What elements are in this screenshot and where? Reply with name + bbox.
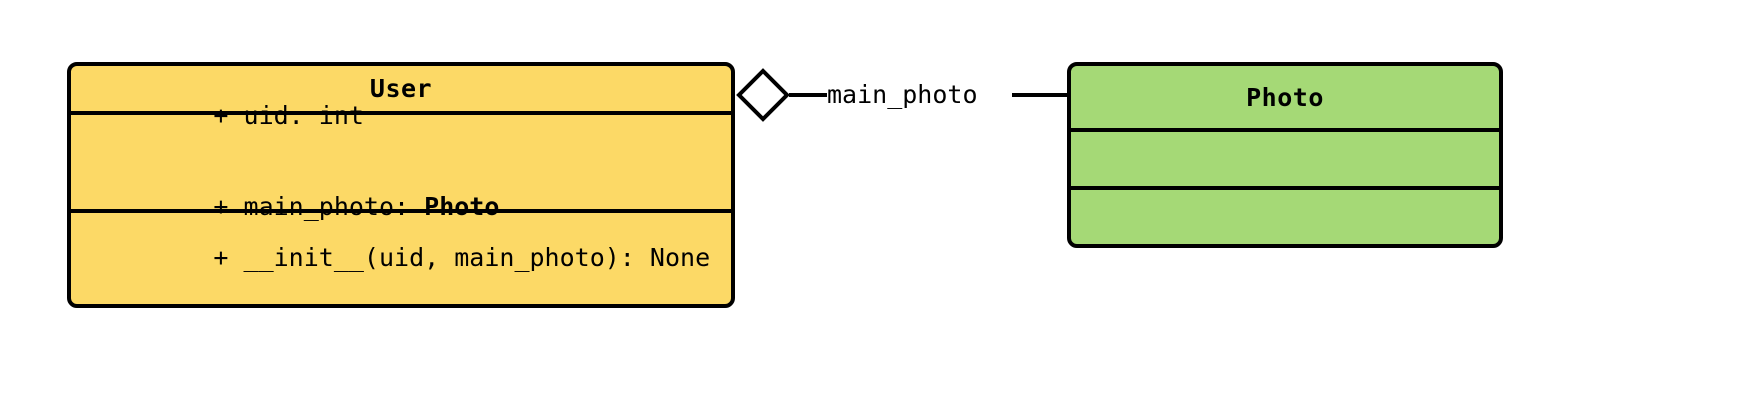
uml-attribute-main-photo: + main_photo: Photo xyxy=(93,162,709,254)
aggregation-diamond-icon xyxy=(736,68,790,122)
uml-class-photo-name: Photo xyxy=(1246,82,1324,112)
uml-operation-init: + __init__(uid, main_photo): None xyxy=(93,213,711,305)
uml-class-photo[interactable]: Photo xyxy=(1067,62,1503,248)
uml-operation-init-text: + __init__(uid, main_photo): None xyxy=(213,243,711,272)
uml-class-photo-attributes-compartment xyxy=(1071,128,1499,186)
uml-class-photo-title-compartment: Photo xyxy=(1071,66,1499,128)
association-label-main-photo: main_photo xyxy=(827,80,978,109)
uml-class-user-attributes-compartment: + uid: int + main_photo: Photo xyxy=(71,101,731,221)
uml-class-photo-operations-compartment xyxy=(1071,186,1499,244)
association-line-right-segment xyxy=(1012,93,1069,97)
association-line-left-segment xyxy=(789,93,827,97)
uml-attribute-main-photo-type: Photo xyxy=(424,192,500,221)
uml-attribute-main-photo-text: + main_photo: xyxy=(213,192,425,221)
uml-class-user-operations-compartment: + __init__(uid, main_photo): None xyxy=(71,208,731,305)
uml-class-user[interactable]: User + uid: int + main_photo: Photo + __… xyxy=(67,62,735,308)
uml-class-user-title-compartment: User xyxy=(71,66,731,111)
uml-class-user-name: User xyxy=(369,73,433,103)
uml-attribute-uid-text: + uid: int xyxy=(213,100,364,130)
uml-attribute-uid: + uid: int xyxy=(93,70,709,162)
